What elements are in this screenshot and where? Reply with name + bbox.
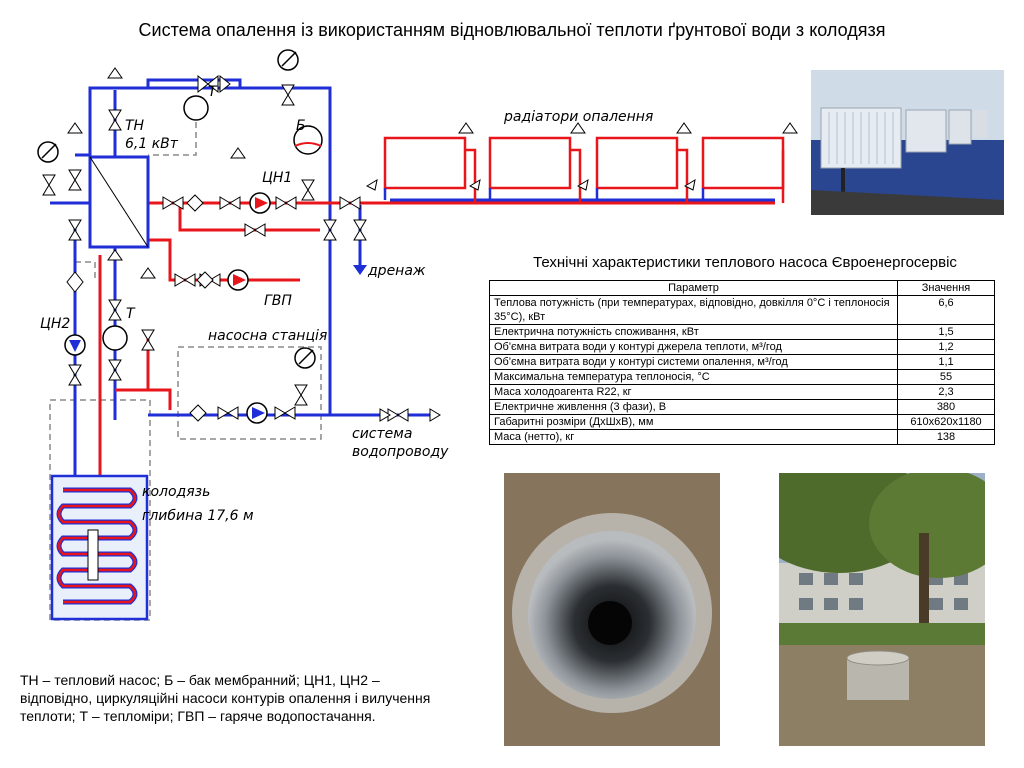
- radiators-photo: [811, 70, 1004, 215]
- radiator-3: [595, 136, 679, 190]
- water-system-label-2: водопроводу: [352, 444, 449, 460]
- tank-label: Б: [296, 118, 306, 134]
- radiators: [383, 136, 785, 190]
- table-title: Технічні характеристики теплового насоса…: [533, 254, 957, 271]
- hot-water-label: ГВП: [264, 293, 292, 309]
- pump2-label: ЦН2: [40, 316, 70, 332]
- value-cell: 610х620х1180: [897, 414, 995, 430]
- hp-name-label: ТН: [125, 118, 145, 134]
- value-cell: 1,5: [897, 324, 995, 340]
- well-depth-label: глибина 17,6 м: [142, 508, 254, 524]
- thermometer-top: [183, 95, 209, 121]
- value-cell: 6,6: [897, 295, 995, 325]
- hot-pipes: [98, 201, 775, 480]
- param-cell: Об'ємна витрата води у контурі джерела т…: [489, 339, 898, 355]
- param-cell: Об'ємна витрата води у контурі системи о…: [489, 354, 898, 370]
- specs-table: Параметр Значення Теплова потужність (пр…: [489, 280, 995, 445]
- pump-station-label: насосна станція: [208, 328, 327, 344]
- page-title: Система опалення із використанням віднов…: [138, 20, 886, 40]
- table-row: Об'ємна витрата води у контурі джерела т…: [489, 339, 995, 355]
- param-cell: Електричне живлення (3 фази), В: [489, 399, 898, 415]
- param-cell: Габаритні розміри (ДхШхВ), мм: [489, 414, 898, 430]
- value-cell: 1,2: [897, 339, 995, 355]
- radiator-4: [701, 136, 785, 190]
- radiators-label: радіатори опалення: [503, 109, 653, 125]
- radiator-1: [383, 136, 467, 190]
- pumps: [64, 192, 271, 424]
- param-cell: Максимальна температура теплоносія, °С: [489, 369, 898, 385]
- hp-power-label: 6,1 кВт: [125, 136, 179, 152]
- param-cell: Маса (нетто), кг: [489, 429, 898, 445]
- value-cell: 55: [897, 369, 995, 385]
- legend-text: ТН – тепловий насос; Б – бак мембранний;…: [20, 672, 431, 724]
- membrane-tank: [293, 125, 323, 155]
- pump1-label: ЦН1: [262, 170, 292, 186]
- thermometer-label-left: Т: [126, 306, 136, 322]
- table-header-value: Значення: [897, 280, 995, 296]
- param-cell: Маса холодоагента R22, кг: [489, 384, 898, 400]
- water-system-label-1: система: [352, 426, 412, 442]
- valves: [42, 74, 409, 422]
- value-cell: 2,3: [897, 384, 995, 400]
- table-row: Теплова потужність (при температурах, ві…: [489, 295, 995, 325]
- drain-label: дренаж: [367, 263, 426, 279]
- thermometer-left: [102, 325, 128, 351]
- table-header-param: Параметр: [489, 280, 898, 296]
- well-outside-photo: [779, 473, 985, 746]
- param-cell: Теплова потужність (при температурах, ві…: [489, 295, 898, 325]
- value-cell: 380: [897, 399, 995, 415]
- table-row: Об'ємна витрата води у контурі системи о…: [489, 354, 995, 370]
- well-box: [50, 474, 149, 621]
- thermometer-label-top: Т: [208, 84, 218, 100]
- radiator-2: [488, 136, 572, 190]
- value-cell: 138: [897, 429, 995, 445]
- well-label: колодязь: [142, 484, 210, 500]
- table-header-row: Параметр Значення: [489, 280, 995, 296]
- well-interior-photo: [504, 473, 720, 746]
- value-cell: 1,1: [897, 354, 995, 370]
- param-cell: Електрична потужність споживання, кВт: [489, 324, 898, 340]
